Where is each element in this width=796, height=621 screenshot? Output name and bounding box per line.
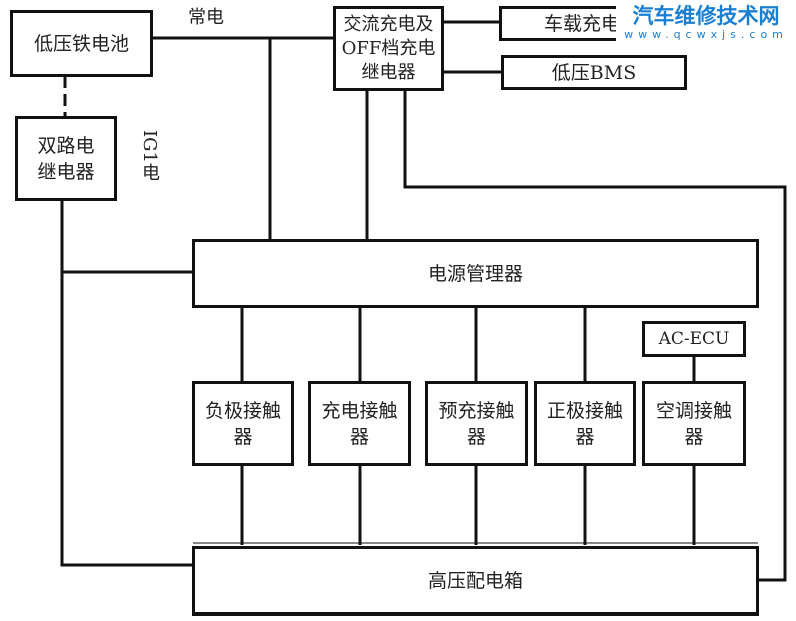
dual-relay-label-2: 继电器 (37, 160, 95, 183)
contactor-label: 负极接触 (204, 399, 281, 422)
onboard-charger-label: 车载充电 (544, 12, 621, 35)
ac-relay-label-2: OFF档充电 (341, 37, 436, 59)
ac-off-relay-box: 交流充电及 OFF档充电 继电器 (333, 6, 444, 91)
contactor-label: 器 (233, 425, 253, 448)
power-manager-label: 电源管理器 (427, 262, 523, 285)
pm-contactor-links (240, 307, 696, 382)
power-manager-box: 电源管理器 (192, 239, 759, 308)
ac-ecu-label: AC-ECU (658, 329, 730, 349)
hv-distribution-box: 高压配电箱 (192, 546, 759, 616)
hv-box-label: 高压配电箱 (427, 569, 523, 592)
contactor-label: 器 (466, 425, 486, 448)
contactor-label: 器 (575, 425, 595, 448)
contactor-label: 器 (349, 425, 369, 448)
positive-contactor-box: 正极接触器 (534, 381, 636, 466)
lv-battery-box: 低压铁电池 (10, 10, 153, 77)
watermark-url: www.qcwxjs.com (624, 28, 788, 41)
precharge-contactor-box: 预充接触器 (425, 381, 528, 466)
ac-relay-hv-link (403, 90, 787, 582)
watermark: 汽车维修技术网 www.qcwxjs.com (616, 4, 796, 46)
lv-bms-box: 低压BMS (501, 55, 687, 90)
constant-power-label: 常电 (188, 7, 224, 28)
contactor-label: 器 (684, 425, 704, 448)
ig1-power-label: IG1电 (139, 130, 160, 181)
ac-relay-label-3: 继电器 (361, 61, 416, 83)
ac-relay-label-1: 交流充电及 (343, 13, 434, 35)
watermark-name: 汽车维修技术网 (632, 4, 780, 28)
contactor-hv-links (240, 465, 696, 545)
contactor-label: 充电接触 (321, 399, 398, 422)
ig1-hv-link (60, 200, 193, 567)
dual-relay-box: 双路电 继电器 (15, 116, 117, 201)
negative-contactor-box: 负极接触器 (192, 381, 294, 466)
lv-battery-label: 低压铁电池 (33, 32, 129, 55)
charge-contactor-box: 充电接触器 (308, 381, 411, 466)
dual-relay-label-1: 双路电 (37, 134, 95, 157)
contactor-label: 正极接触 (546, 399, 623, 422)
ac-contactor-box: 空调接触器 (642, 381, 746, 466)
contactor-label: 预充接触 (438, 399, 515, 422)
lv-bms-label: 低压BMS (551, 61, 637, 84)
ac-ecu-box: AC-ECU (642, 321, 746, 357)
contactor-label: 空调接触 (655, 399, 732, 422)
